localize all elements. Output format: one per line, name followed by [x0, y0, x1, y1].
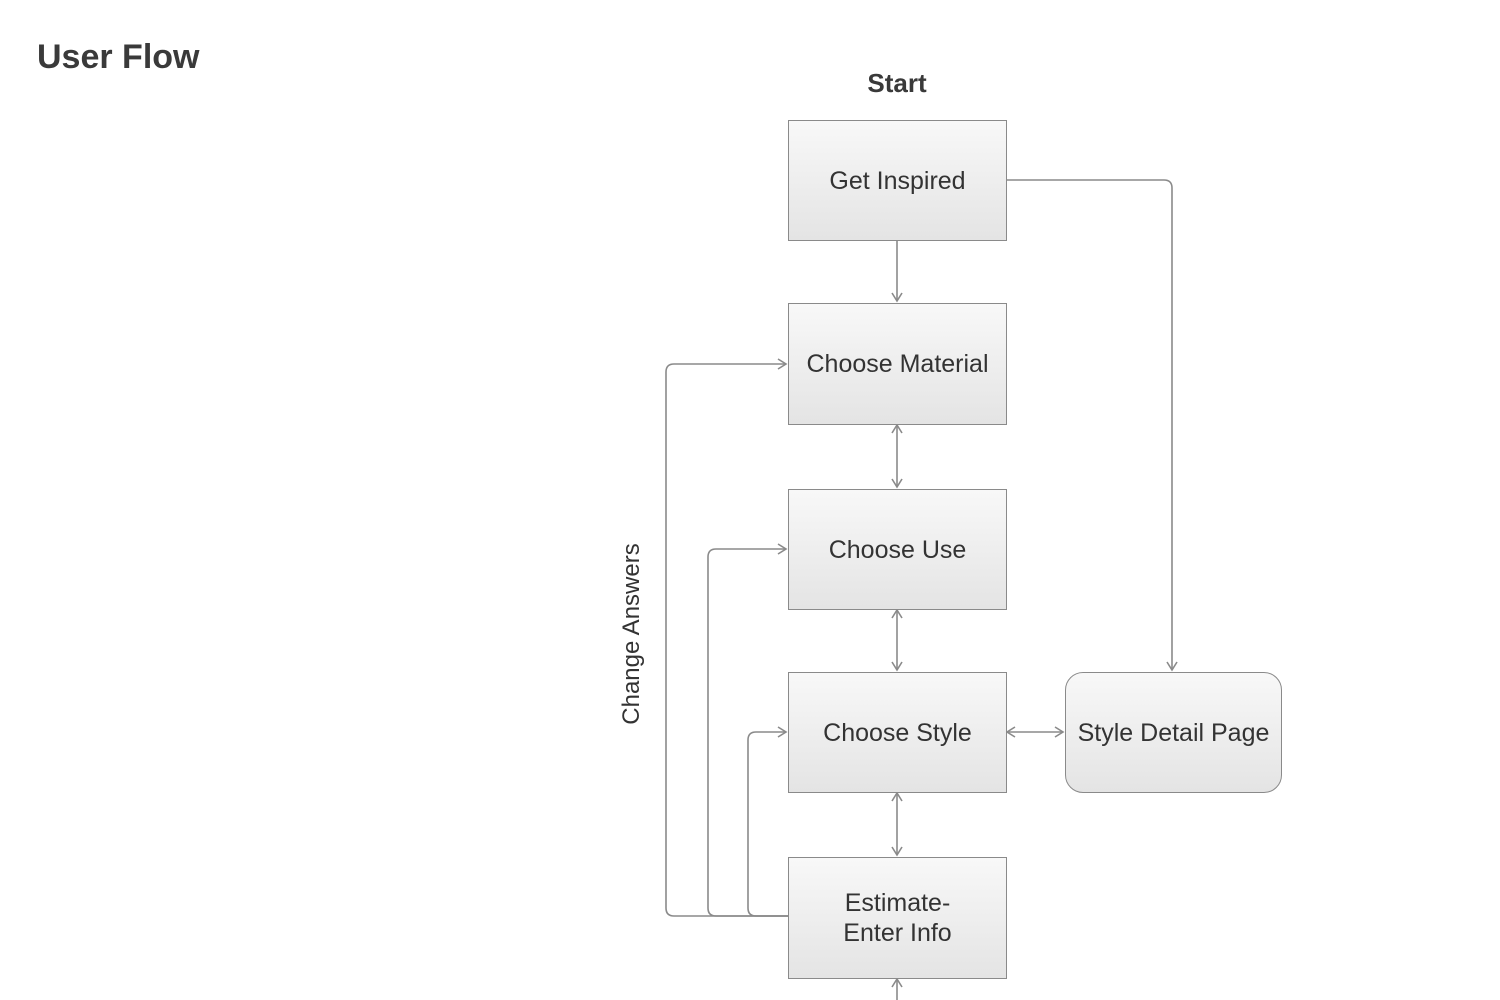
change-answers-label: Change Answers [618, 543, 645, 725]
node-choose-style: Choose Style [788, 672, 1007, 793]
node-style-detail-label: Style Detail Page [1077, 718, 1270, 747]
node-choose-style-label: Choose Style [823, 718, 972, 747]
node-choose-use-label: Choose Use [828, 535, 967, 564]
node-get-inspired-label: Get Inspired [829, 166, 966, 195]
edge-estimate-to-material [665, 358, 788, 917]
node-style-detail-page: Style Detail Page [1065, 672, 1282, 793]
node-choose-use: Choose Use [788, 489, 1007, 610]
edge-estimate-to-style [747, 726, 788, 917]
edge-estimate-to-use [707, 543, 788, 917]
page-title: User Flow [37, 38, 200, 76]
node-estimate-label: Estimate- Enter Info [843, 889, 952, 947]
node-choose-material: Choose Material [788, 303, 1007, 425]
start-label: Start [867, 68, 927, 98]
node-get-inspired: Get Inspired [788, 120, 1007, 241]
edge-inspired-to-detail [1007, 179, 1178, 672]
node-estimate-enter-info: Estimate- Enter Info [788, 857, 1007, 979]
node-choose-material-label: Choose Material [806, 350, 989, 378]
